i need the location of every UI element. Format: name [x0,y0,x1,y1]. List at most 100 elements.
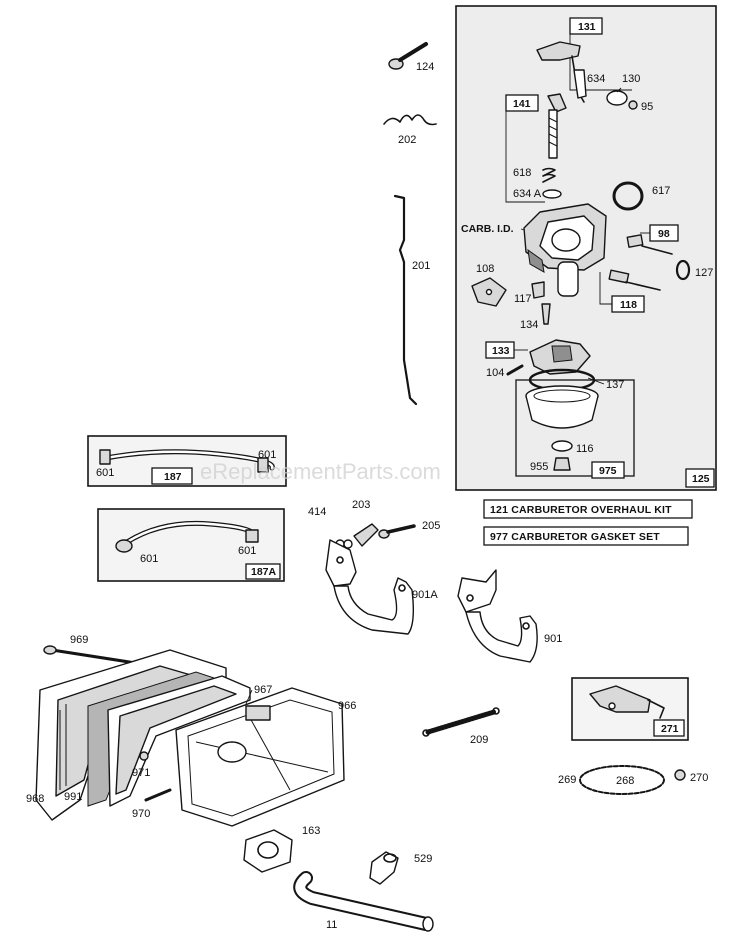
label-187a: 187A [251,566,277,578]
label-131: 131 [578,21,596,33]
label-968: 968 [26,793,44,805]
label-98: 98 [658,228,670,240]
label-601a: 601 [96,467,114,479]
box-kit-gasket [483,526,689,546]
box-187a [245,563,281,580]
part-901a-bracket [325,539,415,635]
label-901a: 901A [412,589,438,601]
part-133-float [529,339,591,375]
box-kit-overhaul [483,499,693,519]
watermark: eReplacementParts.com [200,459,441,484]
label-187: 187 [164,471,182,483]
label-kit-gasket: 977 CARBURETOR GASKET SET [490,531,660,543]
label-104: 104 [486,367,504,379]
label-141: 141 [513,98,531,110]
label-634: 634 [587,73,605,85]
label-271: 271 [661,723,679,735]
part-141-choke-shaft [547,93,567,159]
part-970-screw [144,788,172,802]
label-201: 201 [412,260,430,272]
part-205-screw [378,524,416,539]
label-268: 268 [616,775,634,787]
label-601d: 601 [238,545,256,557]
part-98-idle-screw [626,234,673,255]
label-carb-id: CARB. I.D. [461,223,514,235]
part-975-float-bowl [525,385,599,429]
label-618: 618 [513,167,531,179]
part-270-screw [674,769,686,781]
label-970: 970 [132,808,150,820]
part-127-o-ring [675,259,691,281]
label-414: 414 [308,506,326,518]
label-95: 95 [641,101,653,113]
part-271-governor-lever [589,685,665,719]
label-127: 127 [695,267,713,279]
label-969: 969 [70,634,88,646]
part-269-268-gasket [579,765,665,795]
label-108: 108 [476,263,494,275]
label-991: 991 [64,791,82,803]
label-202: 202 [398,134,416,146]
label-133: 133 [492,345,510,357]
label-134: 134 [520,319,538,331]
part-203-414-lever [335,523,379,549]
label-kit-overhaul: 121 CARBURETOR OVERHAUL KIT [490,504,672,516]
box-975 [591,461,625,479]
part-201-link-rod [393,194,418,406]
label-901: 901 [544,633,562,645]
label-634a: 634 A [513,188,542,200]
part-116-gasket [551,440,573,452]
label-269: 269 [558,774,576,786]
part-529-elbow [369,851,399,885]
part-124-bolt [388,42,428,70]
label-601c: 601 [140,553,158,565]
part-131-throttle-shaft [536,41,587,103]
part-969-bolt [50,648,144,666]
label-955: 955 [530,461,548,473]
label-118: 118 [620,299,637,311]
part-11-breather-tube [293,871,434,932]
part-209-spring [422,707,500,737]
box-131 [569,17,603,35]
label-137: 137 [606,379,624,391]
part-187-fuel-line [99,449,275,473]
label-130: 130 [622,73,640,85]
part-901-bracket [457,569,538,663]
part-187a-fuel-line [115,520,259,553]
part-618-spring [542,167,556,183]
box-975-bracket [515,379,635,477]
label-209: 209 [470,734,488,746]
label-270: 270 [690,772,708,784]
label-116: 116 [576,443,594,455]
part-163-gasket [243,829,293,873]
label-125: 125 [692,473,710,485]
label-117: 117 [514,293,532,305]
part-967-cartridge [107,675,251,807]
label-124: 124 [416,61,434,73]
label-601b: 601 [258,449,276,461]
part-134-inlet-needle [541,303,551,325]
label-529: 529 [414,853,432,865]
part-95-screw [628,100,638,110]
part-634a-seal [542,189,562,199]
label-617: 617 [652,185,670,197]
part-966-air-cleaner-cover [175,687,345,827]
label-205: 205 [422,520,440,532]
label-975: 975 [599,465,617,477]
part-104-float-pin [506,364,524,376]
part-617-o-ring [612,181,644,211]
carburetor-body [523,203,607,297]
label-203: 203 [352,499,370,511]
box-271 [653,719,685,737]
part-955-bowl-nut [553,457,571,471]
part-202-spring [383,114,437,126]
label-967: 967 [254,684,272,696]
box-141 [505,94,539,112]
box-125 [685,468,715,488]
part-130-throttle-plate [606,90,628,106]
label-966: 966 [338,700,356,712]
label-11: 11 [326,919,337,931]
label-971: 971 [132,767,150,779]
label-163: 163 [302,825,320,837]
